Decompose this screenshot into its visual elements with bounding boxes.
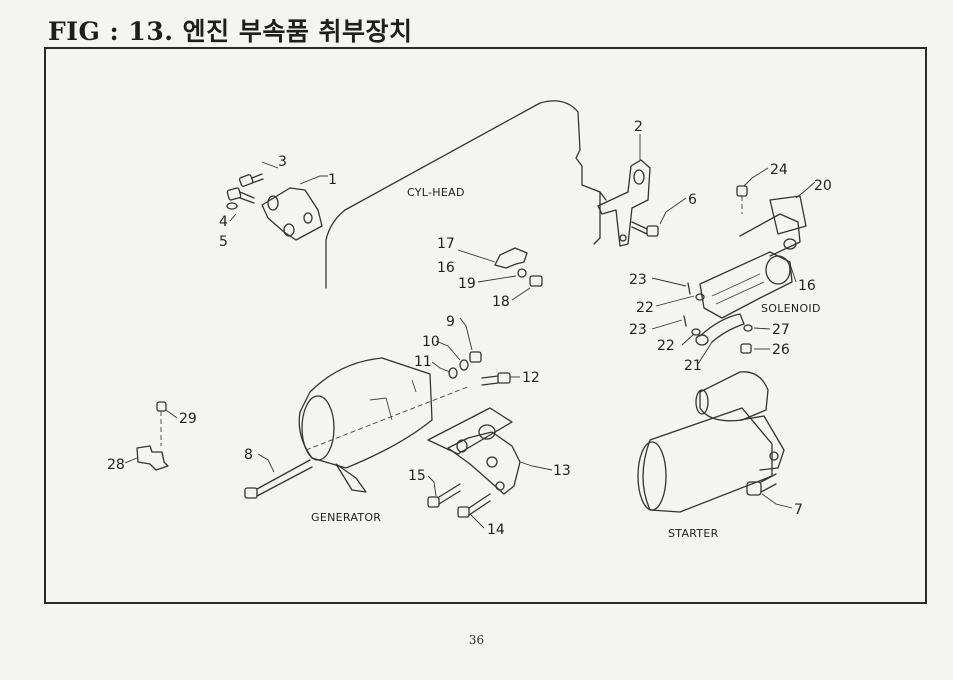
- callout-5: 5: [219, 234, 228, 250]
- callout-15: 15: [408, 468, 426, 484]
- solenoid-label: SOLENOID: [761, 302, 821, 315]
- callout-16-solenoid: 16: [798, 278, 816, 294]
- nut-part-26: [740, 343, 752, 354]
- nut-part-18: [529, 275, 543, 287]
- callout-1: 1: [328, 172, 337, 188]
- starter-body: [637, 371, 785, 513]
- pin-part-23-upper: [687, 282, 691, 295]
- rod-part-21: [695, 313, 745, 346]
- bolt-part-14: [457, 493, 491, 518]
- figure-title: FIG : 13. 엔진 부속품 취부장치: [48, 17, 413, 46]
- bracket-part-2: [597, 159, 651, 247]
- callout-22-lower: 22: [657, 338, 675, 354]
- nut-part-9: [469, 351, 482, 363]
- plug-part-29: [156, 401, 167, 446]
- callout-21: 21: [684, 358, 702, 374]
- callout-23-lower: 23: [629, 322, 647, 338]
- callout-20: 20: [814, 178, 832, 194]
- callout-13: 13: [553, 463, 571, 479]
- bolt-part-8: [244, 459, 313, 499]
- washer-part-10: [459, 359, 469, 371]
- washer-part-22-lower: [691, 328, 701, 336]
- solenoid-assembly: [699, 195, 807, 319]
- callout-17: 17: [437, 236, 455, 252]
- callout-22-upper: 22: [636, 300, 654, 316]
- fitting-part-28: [136, 445, 169, 471]
- callout-14: 14: [487, 522, 505, 538]
- callout-9: 9: [446, 314, 455, 330]
- starter-label: STARTER: [668, 527, 719, 540]
- washer-part-27: [743, 324, 753, 332]
- callout-24: 24: [770, 162, 788, 178]
- callout-18: 18: [492, 294, 510, 310]
- generator-body: [298, 357, 471, 493]
- clip-part-17: [494, 247, 528, 269]
- bolt-part-4: [226, 187, 255, 204]
- diagram-frame: [44, 47, 927, 604]
- page-number: 36: [468, 633, 485, 647]
- bolt-part-7: [746, 473, 777, 496]
- callout-12: 12: [522, 370, 540, 386]
- callout-29: 29: [179, 411, 197, 427]
- nut-part-24: [736, 185, 748, 214]
- callout-28: 28: [107, 457, 125, 473]
- callout-4: 4: [219, 214, 228, 230]
- callout-19: 19: [458, 276, 476, 292]
- bolt-part-3: [238, 173, 264, 187]
- washer-part-22-upper: [695, 293, 705, 301]
- bolt-part-6: [631, 221, 659, 237]
- callout-23-upper: 23: [629, 272, 647, 288]
- cyl-head-label: CYL-HEAD: [407, 186, 465, 199]
- callout-27: 27: [772, 322, 790, 338]
- washer-part-11: [448, 367, 458, 379]
- bracket-part-1: [261, 187, 323, 241]
- callout-8: 8: [244, 447, 253, 463]
- generator-bracket-part-13: [427, 407, 521, 495]
- callout-7: 7: [794, 502, 803, 518]
- callout-16-clip: 16: [437, 260, 455, 276]
- cylinder-head-outline: [325, 100, 607, 289]
- callout-11: 11: [414, 354, 432, 370]
- bolt-part-12: [481, 372, 511, 386]
- callout-2: 2: [634, 119, 643, 135]
- pin-part-23-lower: [683, 315, 687, 327]
- bolt-part-15: [427, 483, 461, 508]
- generator-label: GENERATOR: [311, 511, 381, 524]
- callout-26: 26: [772, 342, 790, 358]
- callout-6: 6: [688, 192, 697, 208]
- washer-part-5: [226, 202, 238, 210]
- callout-3: 3: [278, 154, 287, 170]
- callout-10: 10: [422, 334, 440, 350]
- washer-part-19: [517, 268, 527, 278]
